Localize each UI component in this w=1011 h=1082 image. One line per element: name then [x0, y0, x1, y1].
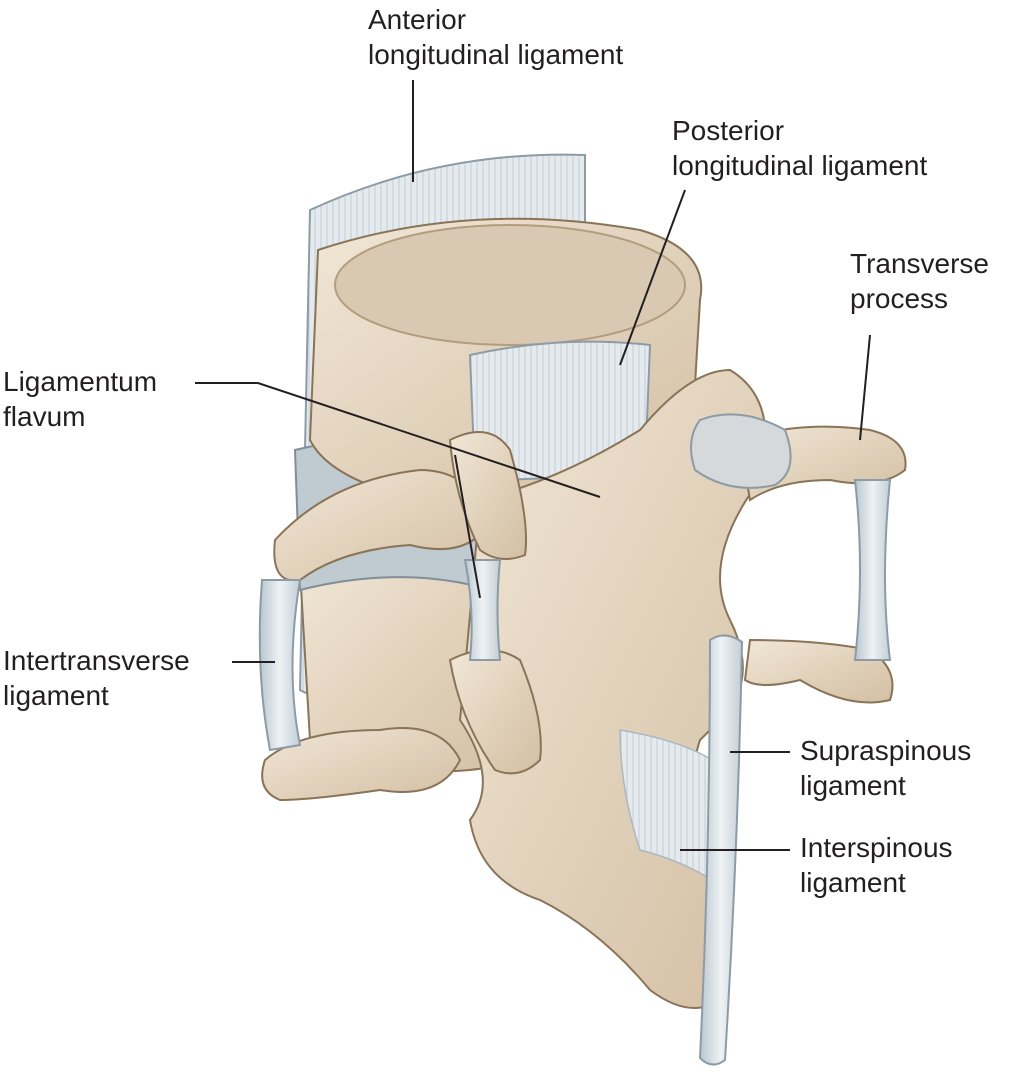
vertebral-endplate	[334, 224, 686, 346]
interspinous-ligament	[619, 729, 713, 882]
label-line: Interspinous	[800, 832, 953, 863]
label-supraspinous-ligament: Supraspinous ligament	[800, 733, 971, 803]
label-ligamentum-flavum: Ligamentum flavum	[3, 364, 157, 434]
label-line: Intertransverse	[3, 645, 190, 676]
label-line: Supraspinous	[800, 735, 972, 766]
label-interspinous-ligament: Interspinous ligament	[800, 830, 953, 900]
label-line: flavum	[3, 401, 86, 432]
label-line: Transverse	[850, 248, 990, 279]
articular-facet	[690, 413, 792, 489]
label-posterior-longitudinal-ligament: Posterior longitudinal ligament	[672, 113, 927, 183]
label-line: longitudinal ligament	[672, 150, 928, 181]
intertransverse-ligament-right	[853, 479, 892, 661]
label-line: ligament	[800, 770, 906, 801]
left-transverse-process-lower	[261, 727, 462, 802]
label-line: Posterior	[672, 115, 785, 146]
leader-lines	[195, 80, 871, 851]
label-line: longitudinal ligament	[368, 39, 624, 70]
ligamentum-flavum	[463, 559, 502, 661]
label-line: ligament	[3, 680, 109, 711]
label-transverse-process: Transverse process	[850, 246, 989, 316]
label-line: Anterior	[368, 4, 467, 35]
label-intertransverse-ligament: Intertransverse ligament	[3, 643, 190, 713]
label-line: Ligamentum	[3, 366, 158, 397]
label-line: process	[850, 283, 949, 314]
superior-articular-process	[448, 649, 542, 775]
label-line: ligament	[800, 867, 906, 898]
intertransverse-ligament-left	[258, 579, 302, 752]
label-anterior-longitudinal-ligament: Anterior longitudinal ligament	[368, 2, 623, 72]
